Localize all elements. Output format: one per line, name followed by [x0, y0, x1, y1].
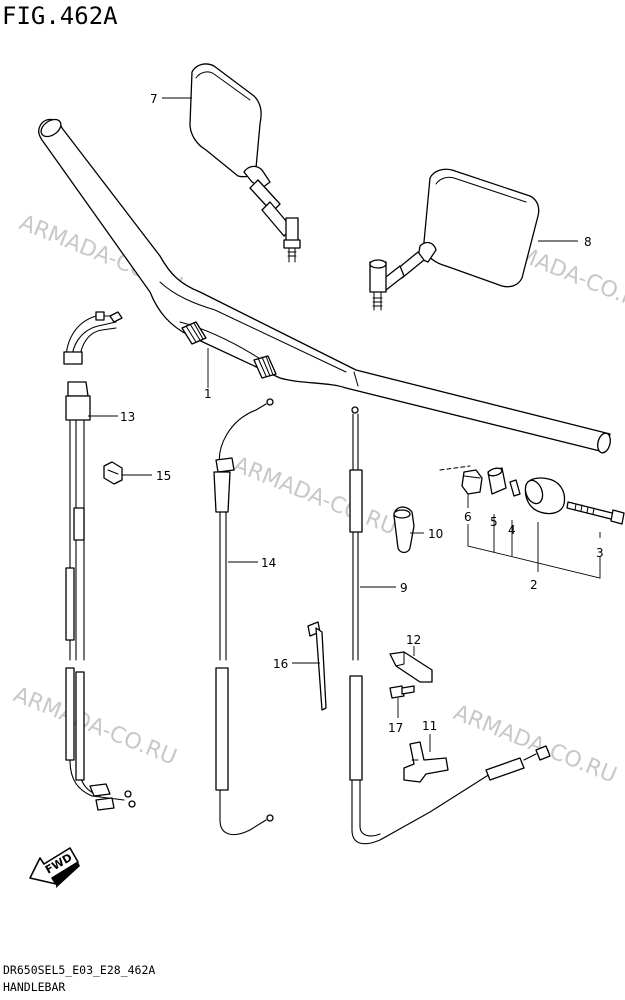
cable-tie[interactable]: [307, 621, 327, 711]
cable-bracket[interactable]: [403, 741, 449, 783]
balancer-washer[interactable]: [509, 479, 521, 497]
cable-clamp[interactable]: [389, 651, 433, 683]
callout-7: 7: [150, 92, 158, 106]
callout-9: 9: [400, 581, 408, 595]
diagram-name: HANDLEBAR: [3, 980, 66, 994]
handlebar[interactable]: [38, 116, 612, 454]
callout-13: 13: [120, 410, 135, 424]
callout-5: 5: [490, 515, 498, 529]
right-mirror[interactable]: [369, 168, 540, 311]
leader-lines: [88, 97, 601, 752]
balancer-nut[interactable]: [461, 469, 483, 495]
callout-17: 17: [388, 721, 403, 735]
choke-cable[interactable]: [213, 398, 274, 836]
callout-4: 4: [508, 523, 516, 537]
callout-labels: 7 8 1 13 15 6 5 4 10 3 14 2 9 12 16 17 1…: [120, 92, 604, 735]
fwd-arrow: FWD: [29, 847, 80, 888]
watermark: ARMADA-CO.RU: [230, 452, 400, 540]
callout-16: 16: [273, 657, 288, 671]
balancer-bolt[interactable]: [566, 501, 625, 525]
callout-11: 11: [422, 719, 437, 733]
axis-line: [439, 465, 471, 471]
callout-14: 14: [261, 556, 276, 570]
throttle-cable[interactable]: [63, 311, 136, 811]
bracket-bolt[interactable]: [389, 685, 415, 699]
cable-clip[interactable]: [103, 461, 123, 485]
callout-12: 12: [406, 633, 421, 647]
balancer-spacer[interactable]: [487, 467, 507, 495]
watermark: ARMADA-CO.RU: [10, 682, 180, 770]
cable-boot[interactable]: [393, 506, 415, 554]
callout-2: 2: [530, 578, 538, 592]
knurled-zone: [181, 321, 277, 379]
left-mirror[interactable]: [189, 63, 301, 263]
callout-8: 8: [584, 235, 592, 249]
callout-6: 6: [464, 510, 472, 524]
watermark: ARMADA-CO.RU: [450, 700, 620, 788]
callout-10: 10: [428, 527, 443, 541]
callout-3: 3: [596, 546, 604, 560]
callout-1: 1: [204, 387, 212, 401]
diagram-code: DR650SEL5_E03_E28_462A: [3, 963, 156, 977]
balancer-weight[interactable]: [522, 477, 566, 515]
callout-15: 15: [156, 469, 171, 483]
clutch-cable[interactable]: [349, 406, 551, 845]
balancer-group-lines: [467, 514, 601, 579]
figure-title: FIG.462A: [2, 2, 118, 30]
